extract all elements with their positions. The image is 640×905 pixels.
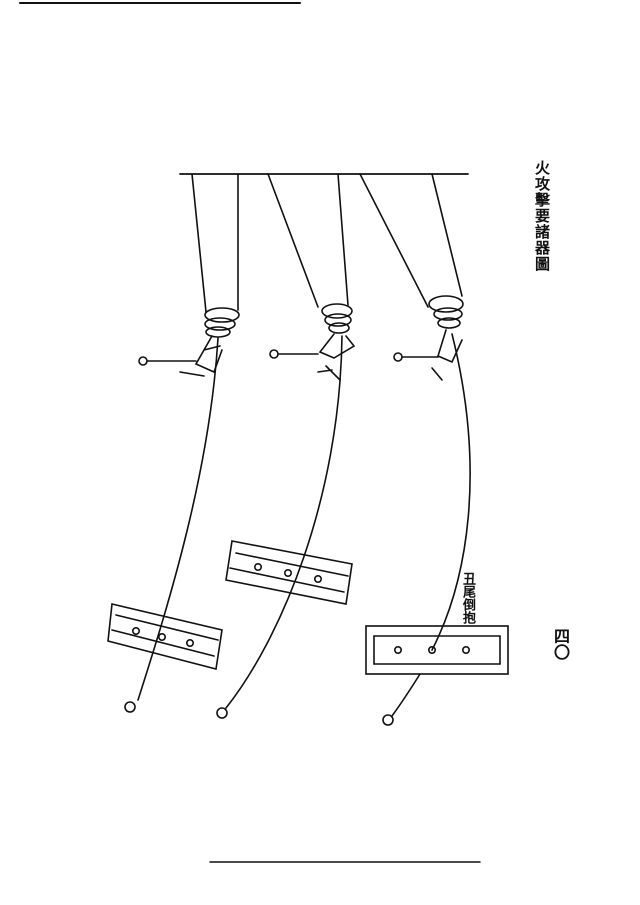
- plate-caption: 火攻擊要諸器圖: [533, 160, 551, 272]
- device-2-cord-end: [216, 707, 228, 719]
- device-3-lead: [391, 673, 421, 717]
- device-3: [359, 173, 509, 726]
- device-2-hook: [318, 333, 356, 381]
- device-3-cord: [431, 333, 471, 651]
- device-2-tube: [267, 173, 349, 308]
- device-2-knob: [269, 349, 279, 359]
- device-1-plate: [107, 603, 223, 670]
- device-2: [216, 173, 356, 719]
- device-3-tube: [359, 173, 463, 308]
- device-1-knob: [138, 356, 148, 366]
- device-3-cord-end: [382, 714, 394, 726]
- device-1: [107, 173, 240, 713]
- device-1-tube: [191, 173, 239, 313]
- device-3-hook: [431, 329, 463, 381]
- device-3-box: [365, 625, 509, 675]
- device-3-knob: [393, 352, 403, 362]
- device-2-cord: [225, 335, 343, 709]
- device-1-cord: [137, 337, 219, 701]
- figure-label: 丑尾倒抱: [460, 572, 475, 624]
- device-1-cord-end: [124, 701, 136, 713]
- page-number: 四〇: [551, 628, 570, 660]
- device-2-plate: [225, 540, 353, 605]
